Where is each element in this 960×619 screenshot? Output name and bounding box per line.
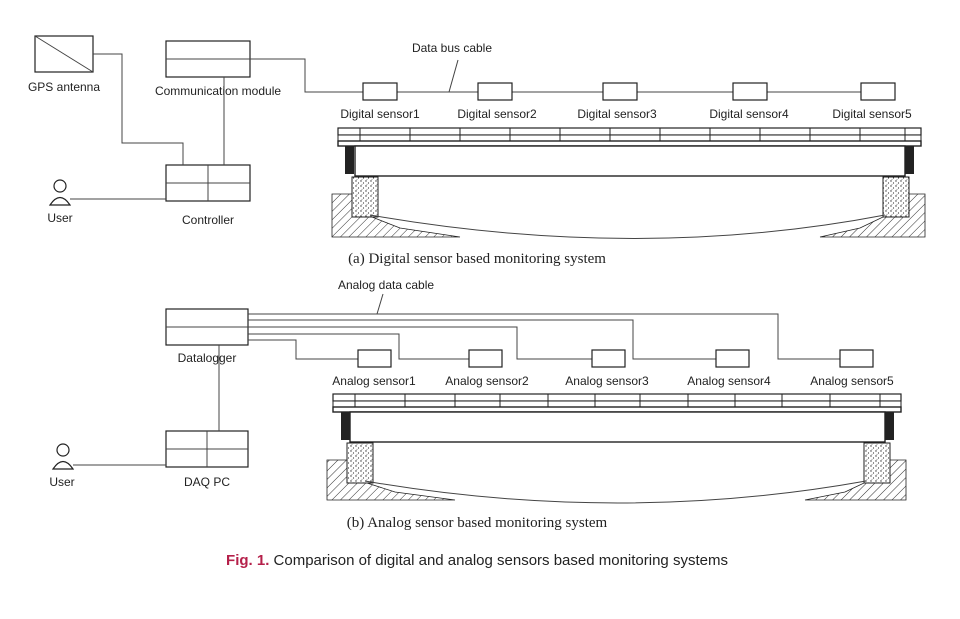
digital-sensor-box [860,82,896,101]
user-icon [48,179,72,206]
comm-to-bus-line [250,58,363,93]
datalogger-icon [165,308,249,346]
digital-sensor-label: Digital sensor3 [577,107,657,121]
digital-sensor-box [602,82,638,101]
controller-label: Controller [182,213,234,227]
analog-sensor-box [468,349,503,368]
figure-title: Comparison of digital and analog sensors… [269,552,728,569]
controller-icon [165,164,251,202]
bridge-b [326,393,907,504]
datalogger-label: Datalogger [178,351,237,365]
bridge-a [331,127,926,239]
gps-antenna-icon [34,35,94,73]
data-bus-cable-label: Data bus cable [412,41,492,55]
analog-sensor-box [357,349,392,368]
analog-cables [248,313,840,360]
analog-sensor-label: Analog sensor5 [810,374,894,388]
gps-antenna-label: GPS antenna [28,80,100,94]
communication-module-icon [165,40,251,78]
user-label: User [47,211,72,225]
digital-sensor-label: Digital sensor5 [832,107,912,121]
digital-sensor-box [362,82,398,101]
analog-sensor-box [591,349,626,368]
figure-caption: Fig. 1. Comparison of digital and analog… [226,552,728,569]
analog-sensor-box [715,349,750,368]
daq-pc-label: DAQ PC [184,475,230,489]
user-label: User [49,475,74,489]
analog-sensor-label: Analog sensor4 [687,374,771,388]
digital-sensor-box [477,82,513,101]
analog-system: Datalogger DAQ PC User Analog data cable [49,278,907,531]
digital-sensor-label: Digital sensor2 [457,107,537,121]
analog-cable-pointer [376,293,384,315]
figure-number: Fig. 1. [226,552,269,569]
analog-sensor-label: Analog sensor2 [445,374,529,388]
caption-b: (b) Analog sensor based monitoring syste… [347,515,608,531]
caption-a: (a) Digital sensor based monitoring syst… [348,251,606,267]
digital-system: GPS antenna Communication module Control… [28,35,926,267]
analog-data-cable-label: Analog data cable [338,278,434,292]
digital-sensor-label: Digital sensor1 [340,107,420,121]
analog-sensor-label: Analog sensor3 [565,374,649,388]
user-icon [51,443,75,470]
digital-sensor-label: Digital sensor4 [709,107,789,121]
analog-sensor-box [839,349,874,368]
communication-module-label: Communication module [155,84,281,98]
daq-pc-icon [165,430,249,468]
bus-cable-pointer [448,59,459,93]
gps-to-controller-line [93,53,184,165]
analog-sensor-label: Analog sensor1 [332,374,416,388]
digital-sensor-box [732,82,768,101]
